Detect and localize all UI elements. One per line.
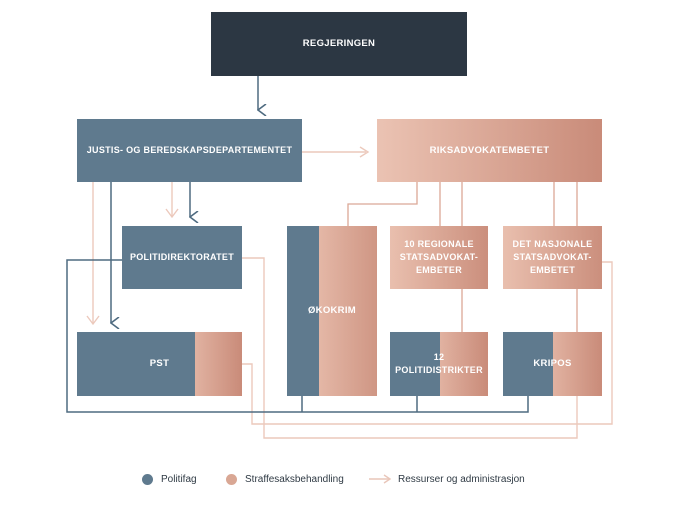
legend-politifag-label: Politifag xyxy=(161,473,197,485)
legend-ressurser-label: Ressurser og administrasjon xyxy=(398,473,525,485)
riksadvokat-box: RIKSADVOKATEMBETET xyxy=(377,119,602,182)
ressurser-arrow-icon xyxy=(369,474,392,484)
regionale-label: 10 REGIONALE STATSADVOKAT- EMBETER xyxy=(399,238,479,276)
straffesak-dot-icon xyxy=(226,473,237,485)
politidirektoratet-box: POLITIDIREKTORATET xyxy=(122,226,242,289)
politidirektoratet-label: POLITIDIREKTORATET xyxy=(129,251,235,262)
regionale-statsadvokat-box: 10 REGIONALE STATSADVOKAT- EMBETER xyxy=(390,226,488,289)
riksadvokat-label: RIKSADVOKATEMBETET xyxy=(429,144,550,156)
kripos-box: KRIPOS xyxy=(503,332,602,396)
nasjonale-label: DET NASJONALE STATSADVOKAT- EMBETET xyxy=(512,238,593,276)
politidistrikter-label: 12 POLITIDISTRIKTER xyxy=(395,351,483,375)
pst-label: PST xyxy=(149,358,170,370)
justis-label: JUSTIS- OG BEREDSKAPSDEPARTEMENTET xyxy=(86,144,293,155)
nasjonale-statsadvokat-box: DET NASJONALE STATSADVOKAT- EMBETET xyxy=(503,226,602,289)
legend-ressurser: Ressurser og administrasjon xyxy=(368,470,525,488)
politifag-dot-icon xyxy=(142,473,153,485)
legend-straffesak-label: Straffesaksbehandling xyxy=(245,473,344,485)
legend-straffesak: Straffesaksbehandling xyxy=(226,470,344,488)
okokrim-box: ØKOKRIM xyxy=(287,226,377,396)
kripos-label: KRIPOS xyxy=(533,358,572,370)
pst-box: PST xyxy=(77,332,242,396)
okokrim-label: ØKOKRIM xyxy=(307,305,356,317)
regjeringen-label: REGJERINGEN xyxy=(302,38,376,50)
regjeringen-box: REGJERINGEN xyxy=(211,12,467,76)
legend-politifag: Politifag xyxy=(142,470,197,488)
justis-box: JUSTIS- OG BEREDSKAPSDEPARTEMENTET xyxy=(77,119,302,182)
politidistrikter-box: 12 POLITIDISTRIKTER xyxy=(390,332,488,396)
